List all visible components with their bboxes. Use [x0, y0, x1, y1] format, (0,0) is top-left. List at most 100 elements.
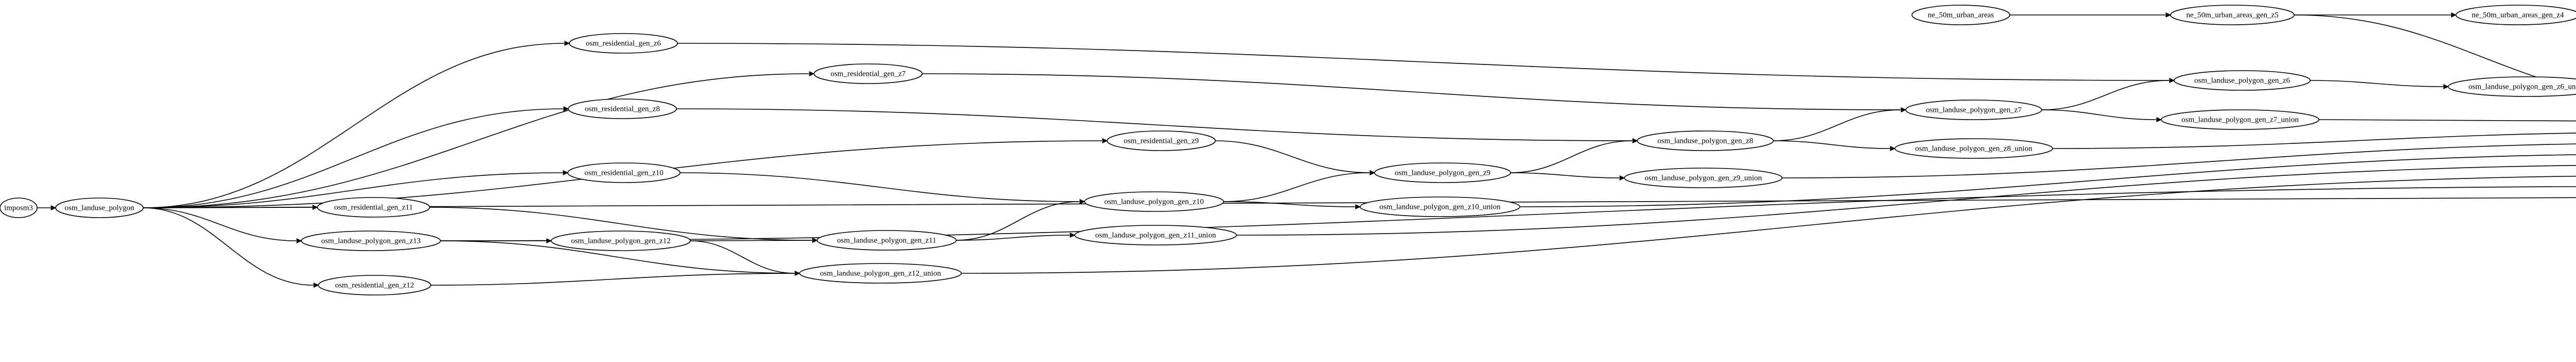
edge-arrowhead — [1901, 107, 1907, 112]
node-osm_landuse_polygon_gen_z11[interactable]: osm_landuse_polygon_gen_z11 — [817, 230, 957, 251]
node-label-osm_landuse_polygon_gen_z9_union: osm_landuse_polygon_gen_z9_union — [1645, 174, 1762, 182]
node-label-osm_landuse_polygon_gen_z7: osm_landuse_polygon_gen_z7 — [1926, 106, 2022, 114]
node-label-osm_landuse_polygon_gen_z11: osm_landuse_polygon_gen_z11 — [837, 236, 937, 244]
node-osm_landuse_polygon_gen_z7[interactable]: osm_landuse_polygon_gen_z7 — [1905, 100, 2042, 120]
edge-osm_residential_gen_z9--osm_landuse_polygon_gen_z9 — [1215, 140, 1370, 173]
edge-arrowhead — [564, 41, 570, 46]
edge-osm_landuse_polygon--osm_residential_gen_z6 — [143, 43, 565, 208]
edge-osm_landuse_polygon_gen_z11--osm_landuse_polygon_gen_z10 — [956, 201, 1080, 241]
node-osm_landuse_polygon_gen_z12[interactable]: osm_landuse_polygon_gen_z12 — [551, 231, 691, 251]
node-ne_50m_urban_areas_gen_z4[interactable]: ne_50m_urban_areas_gen_z4 — [2455, 5, 2576, 25]
node-shape-osm_residential_gen_z11 — [317, 197, 430, 218]
edge-ne_50m_urban_areas_gen_z5--layer_landuse_z5 — [2294, 14, 2576, 89]
edge-arrowhead — [794, 271, 801, 276]
node-label-osm_landuse_polygon_gen_z8: osm_landuse_polygon_gen_z8 — [1657, 137, 1753, 145]
edge-osm_landuse_polygon_gen_z13--osm_landuse_polygon_gen_z12_union — [440, 240, 795, 274]
edge-osm_landuse_polygon_gen_z8--osm_landuse_polygon_gen_z8_union — [1773, 140, 1890, 149]
node-osm_landuse_polygon_gen_z10[interactable]: osm_landuse_polygon_gen_z10 — [1084, 191, 1224, 212]
node-imposm3[interactable]: imposm3 — [0, 198, 38, 218]
node-label-osm_landuse_polygon_gen_z6: osm_landuse_polygon_gen_z6 — [2194, 76, 2290, 85]
edge-arrowhead — [1355, 204, 1361, 209]
node-shape-osm_landuse_polygon_gen_z9 — [1374, 162, 1511, 183]
edge-osm_landuse_polygon_gen_z8--osm_landuse_polygon_gen_z7 — [1773, 109, 1901, 141]
edge-osm_landuse_polygon--osm_residential_gen_z8 — [143, 108, 564, 208]
node-label-osm_residential_gen_z8: osm_residential_gen_z8 — [585, 105, 660, 113]
edge-osm_landuse_polygon_gen_z11--osm_landuse_polygon_gen_z11_union — [956, 235, 1070, 241]
node-osm_landuse_polygon_gen_z9_union[interactable]: osm_landuse_polygon_gen_z9_union — [1624, 168, 1783, 188]
edge-osm_residential_gen_z8--osm_landuse_polygon_gen_z8 — [676, 108, 1633, 141]
node-label-osm_residential_gen_z10: osm_residential_gen_z10 — [584, 169, 663, 177]
node-osm_landuse_polygon_gen_z6[interactable]: osm_landuse_polygon_gen_z6 — [2174, 70, 2311, 91]
node-osm_residential_gen_z6[interactable]: osm_residential_gen_z6 — [569, 33, 678, 54]
node-shape-osm_landuse_polygon_gen_z8_union — [1894, 138, 2053, 159]
node-osm_landuse_polygon_gen_z8_union[interactable]: osm_landuse_polygon_gen_z8_union — [1894, 138, 2053, 159]
node-osm_landuse_polygon_gen_z12_union[interactable]: osm_landuse_polygon_gen_z12_union — [799, 263, 962, 284]
node-osm_residential_gen_z8[interactable]: osm_residential_gen_z8 — [568, 98, 677, 119]
edge-arrowhead — [1619, 175, 1625, 180]
edge-osm_landuse_polygon_gen_z9_union--layer_landuse_z9 — [1782, 143, 2576, 178]
node-shape-osm_landuse_polygon_gen_z12 — [551, 231, 691, 251]
edge-osm_landuse_polygon_gen_z12_union--layer_landuse_z12 — [961, 175, 2576, 274]
node-osm_landuse_polygon_gen_z13[interactable]: osm_landuse_polygon_gen_z13 — [301, 231, 441, 251]
node-shape-osm_landuse_polygon_gen_z6 — [2174, 70, 2311, 91]
node-ne_50m_urban_areas_gen_z5[interactable]: ne_50m_urban_areas_gen_z5 — [2170, 5, 2295, 25]
node-shape-osm_landuse_polygon_gen_z11_union — [1074, 225, 1237, 245]
node-shape-osm_landuse_polygon_gen_z6_union — [2448, 76, 2576, 97]
node-shape-ne_50m_urban_areas_gen_z5 — [2170, 5, 2295, 25]
node-osm_residential_gen_z10[interactable]: osm_residential_gen_z10 — [567, 162, 681, 183]
node-label-ne_50m_urban_areas_gen_z4: ne_50m_urban_areas_gen_z4 — [2471, 11, 2564, 19]
node-osm_landuse_polygon[interactable]: osm_landuse_polygon — [55, 198, 144, 218]
node-ne_50m_urban_areas[interactable]: ne_50m_urban_areas — [1911, 5, 2010, 25]
node-shape-ne_50m_urban_areas — [1911, 5, 2010, 25]
node-label-osm_landuse_polygon_gen_z7_union: osm_landuse_polygon_gen_z7_union — [2181, 116, 2299, 124]
edge-osm_landuse_polygon_gen_z12--osm_landuse_polygon_gen_z12_union — [690, 240, 795, 274]
edge-osm_landuse_polygon_gen_z11_union--layer_landuse_z11 — [1236, 164, 2576, 236]
node-label-osm_landuse_polygon_gen_z9: osm_landuse_polygon_gen_z9 — [1395, 169, 1490, 177]
node-label-osm_landuse_polygon_gen_z10: osm_landuse_polygon_gen_z10 — [1104, 198, 1204, 206]
node-shape-ne_50m_urban_areas_gen_z4 — [2455, 5, 2576, 25]
node-layer[interactable]: imposm3 osm_landuse_polygon osm_residentia… — [0, 5, 2576, 295]
edge-osm_landuse_polygon_gen_z10_union--layer_landuse_z10 — [1519, 154, 2576, 207]
node-shape-osm_residential_gen_z10 — [567, 162, 681, 183]
edge-osm_residential_gen_z10--osm_landuse_polygon_gen_z10 — [680, 172, 1080, 202]
edge-osm_landuse_polygon_gen_z9--osm_landuse_polygon_gen_z8 — [1510, 140, 1633, 173]
edge-osm_landuse_polygon--osm_landuse_polygon_gen_z13 — [143, 207, 297, 241]
node-osm_residential_gen_z9[interactable]: osm_residential_gen_z9 — [1107, 130, 1216, 151]
node-osm_residential_gen_z12[interactable]: osm_residential_gen_z12 — [318, 275, 431, 295]
edge-arrowhead — [1102, 138, 1108, 143]
edge-arrowhead — [1369, 170, 1376, 175]
edge-osm_landuse_polygon_gen_z10--osm_landuse_polygon_gen_z10_union — [1223, 201, 1355, 207]
node-label-osm_landuse_polygon_gen_z12: osm_landuse_polygon_gen_z12 — [571, 237, 670, 245]
node-label-osm_landuse_polygon_gen_z11_union: osm_landuse_polygon_gen_z11_union — [1095, 231, 1216, 239]
node-osm_landuse_polygon_gen_z6_union[interactable]: osm_landuse_polygon_gen_z6_union — [2448, 76, 2576, 97]
node-osm_landuse_polygon_gen_z8[interactable]: osm_landuse_polygon_gen_z8 — [1637, 130, 1774, 151]
node-shape-osm_landuse_polygon_gen_z12_union — [799, 263, 962, 284]
edge-osm_residential_gen_z12--osm_landuse_polygon_gen_z12_union — [430, 273, 795, 286]
edge-arrowhead — [809, 71, 815, 76]
edge-arrowhead — [1070, 233, 1076, 238]
node-osm_landuse_polygon_gen_z10_union[interactable]: osm_landuse_polygon_gen_z10_union — [1360, 196, 1520, 217]
node-label-imposm3: imposm3 — [4, 204, 33, 212]
node-osm_residential_gen_z11[interactable]: osm_residential_gen_z11 — [317, 197, 430, 218]
node-shape-osm_residential_gen_z7 — [814, 63, 923, 84]
edge-arrowhead — [2165, 12, 2172, 18]
node-label-osm_landuse_polygon_gen_z10_union: osm_landuse_polygon_gen_z10_union — [1380, 203, 1501, 211]
node-osm_landuse_polygon_gen_z11_union[interactable]: osm_landuse_polygon_gen_z11_union — [1074, 225, 1237, 245]
node-osm_landuse_polygon_gen_z7_union[interactable]: osm_landuse_polygon_gen_z7_union — [2161, 109, 2319, 130]
edge-osm_landuse_polygon--layer_landuse_z14 — [143, 196, 2576, 208]
edge-osm_residential_gen_z7--osm_landuse_polygon_gen_z7 — [922, 73, 1901, 110]
edge-osm_landuse_polygon_gen_z8_union--layer_landuse_z8 — [2052, 133, 2576, 149]
edge-arrowhead — [563, 170, 569, 175]
edge-osm_landuse_polygon_gen_z7--osm_landuse_polygon_gen_z6 — [2041, 80, 2170, 110]
node-osm_residential_gen_z7[interactable]: osm_residential_gen_z7 — [814, 63, 923, 84]
node-shape-osm_residential_gen_z12 — [318, 275, 431, 295]
edge-arrowhead — [2443, 84, 2449, 89]
node-shape-osm_residential_gen_z9 — [1107, 130, 1216, 151]
edge-arrowhead — [1079, 199, 1086, 204]
edge-arrowhead — [2156, 117, 2162, 122]
node-osm_landuse_polygon_gen_z9[interactable]: osm_landuse_polygon_gen_z9 — [1374, 162, 1511, 183]
edge-osm_landuse_polygon_gen_z9--osm_landuse_polygon_gen_z9_union — [1510, 172, 1620, 178]
node-label-osm_landuse_polygon_gen_z13: osm_landuse_polygon_gen_z13 — [321, 237, 420, 245]
node-shape-osm_landuse_polygon_gen_z7 — [1905, 100, 2042, 120]
